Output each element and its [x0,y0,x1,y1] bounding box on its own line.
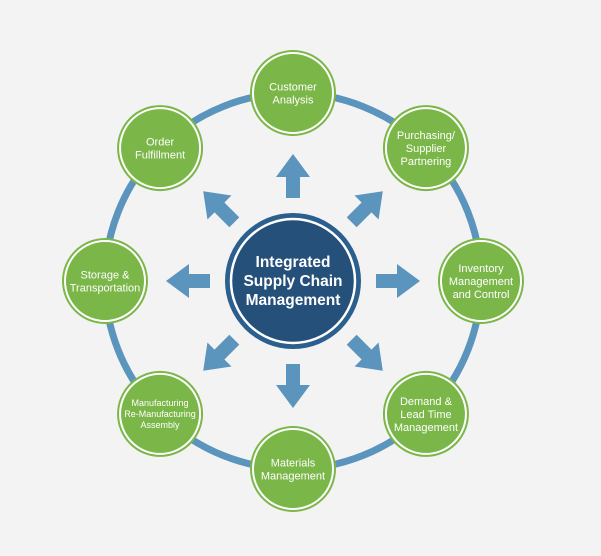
node-label-line-3: Assembly [141,420,181,430]
node-circle [64,240,146,322]
arrow-up-icon [276,154,310,198]
arrow-up-shape [276,154,310,198]
node-label-line-1: Inventory [458,263,504,275]
node-label-line-3: and Control [453,289,510,301]
arrow-group [166,154,420,408]
arrow-down-icon [276,364,310,408]
node-label-line-2: Supplier [406,143,447,155]
node-label-line-2: Lead Time [400,409,451,421]
node-label-line-1: Manufacturing [132,398,189,408]
center-hub-line-2: Supply Chain [243,273,342,290]
arrow-down-right-shape [346,334,383,371]
node-label-line-1: Materials [271,457,316,469]
arrow-down-left-icon [203,334,240,371]
arrow-right-shape [376,264,420,298]
node-label-line-1: Customer [269,81,317,93]
node-circle [384,372,467,455]
center-hub-line-1: Integrated [256,254,331,271]
node-label-line-2: Management [261,470,325,482]
node-circle [119,107,202,190]
node-storage-transportation: Storage &Transportation [62,238,148,324]
node-label-line-1: Demand & [400,396,453,408]
node-label-line-3: Partnering [401,156,452,168]
node-label-line-2: Management [449,276,513,288]
node-label-line-2: Fulfillment [135,150,185,162]
node-label-line-1: Purchasing/ [397,130,456,142]
arrow-up-right-shape [346,191,383,228]
node-circle [119,372,202,455]
center-hub-circle [229,217,357,345]
center-hub-line-3: Management [246,292,341,309]
arrow-up-left-shape [203,191,240,228]
node-label-line-2: Re-Manufacturing [124,409,196,419]
arrow-down-shape [276,364,310,408]
node-label-line-2: Analysis [273,94,314,106]
arrow-down-left-shape [203,334,240,371]
arrow-up-right-icon [346,191,383,228]
arrow-down-right-icon [346,334,383,371]
arrow-left-icon [166,264,210,298]
node-circle [440,240,522,322]
arrow-up-left-icon [203,191,240,228]
node-label-line-3: Management [394,422,458,434]
arrow-left-shape [166,264,210,298]
node-label-line-2: Transportation [70,282,141,294]
node-label-line-1: Order [146,137,174,149]
node-label-line-1: Storage & [81,269,131,281]
node-circle [252,428,334,510]
node-circle [384,107,467,190]
node-circle [252,52,334,134]
arrow-right-icon [376,264,420,298]
node-label: Storage &Transportation [70,269,141,294]
